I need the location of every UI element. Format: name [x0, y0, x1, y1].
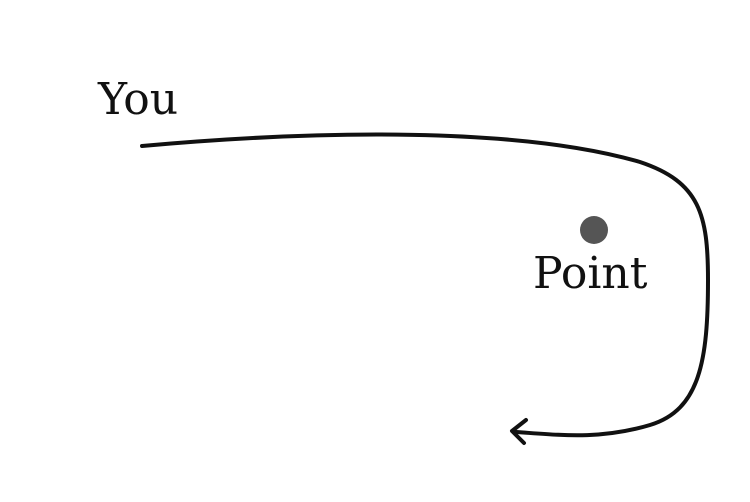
target-label: Point — [533, 248, 648, 299]
start-label: You — [98, 74, 179, 125]
point-dot-icon — [580, 216, 608, 244]
curved-arrow-path — [140, 132, 711, 438]
arrowhead-left-icon — [510, 418, 528, 445]
